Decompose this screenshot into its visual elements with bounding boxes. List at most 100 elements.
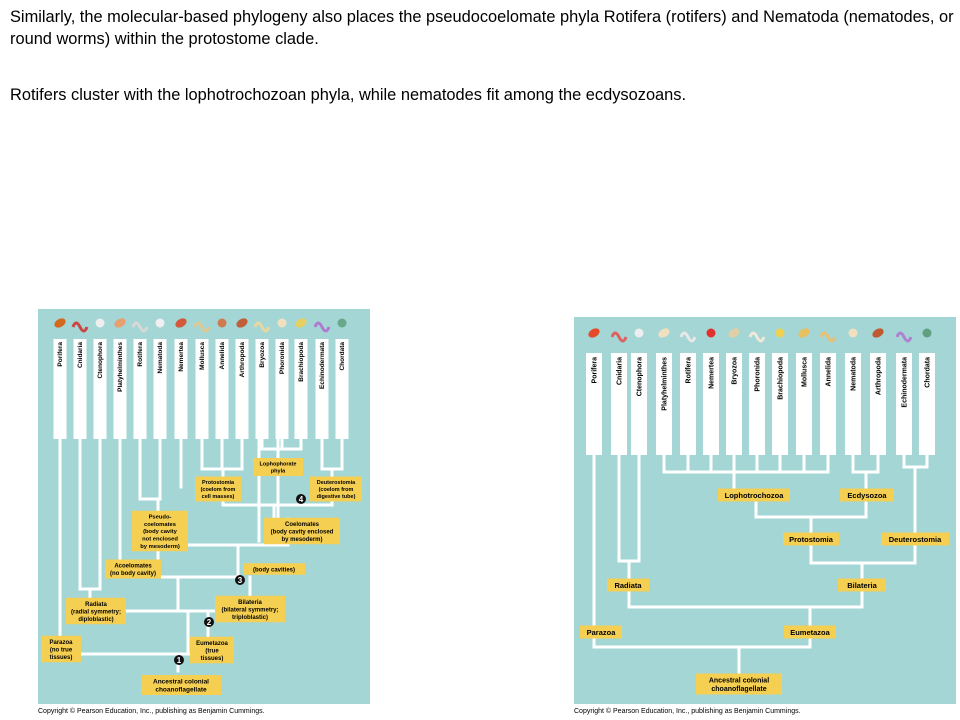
node-label-ancestral: Ancestral colonial — [709, 678, 769, 685]
phylum-column — [631, 353, 647, 455]
organism-icon — [277, 318, 287, 328]
organism-icon — [54, 318, 66, 328]
phylum-column — [820, 353, 836, 455]
phylum-column — [153, 339, 167, 439]
organism-icon — [155, 318, 165, 328]
phylum-column — [93, 339, 107, 439]
organism-icon — [922, 328, 932, 338]
node-box-ancestral — [141, 675, 221, 695]
node-label-pseudocoelomates: not enclosed — [142, 536, 178, 542]
phylum-label: Phoronida — [279, 342, 286, 375]
node-box-body-cavities — [243, 563, 305, 575]
phylum-column — [113, 339, 127, 439]
node-label-coelomates: Coelomates — [285, 522, 320, 528]
organism-icon — [588, 328, 600, 338]
phylum-column — [73, 339, 87, 439]
copyright-right: Copyright © Pearson Education, Inc., pub… — [574, 708, 801, 715]
node-box-protostomia — [783, 532, 839, 546]
organism-icon — [337, 318, 347, 328]
organism-icon — [658, 328, 670, 338]
node-box-coelomates — [264, 517, 340, 545]
phylum-label: Cnidaria — [616, 357, 623, 385]
node-label-coelomates: (body cavity enclosed — [271, 529, 334, 535]
phylum-label: Rotifera — [685, 357, 692, 384]
phylum-label: Platyhelminthes — [661, 357, 668, 411]
node-label-eumetazoa: (true — [205, 648, 219, 654]
organism-icon — [253, 321, 271, 333]
node-label-pseudocoelomates: coelomates — [144, 522, 176, 528]
node-box-bilateria — [215, 595, 285, 623]
node-box-pseudocoelomates — [132, 510, 188, 552]
organism-icon — [895, 331, 913, 343]
node-box-protostomia — [195, 476, 241, 502]
node-label-bilateria: (bilateral symmetry; — [221, 607, 278, 613]
phylum-column — [335, 339, 349, 439]
organism-icon — [236, 318, 248, 328]
phylum-label: Annelida — [825, 357, 832, 387]
organism-icon — [217, 318, 227, 328]
node-label-body-cavities: (body cavities) — [253, 567, 295, 573]
phylum-column — [919, 353, 935, 455]
phylum-column — [772, 353, 788, 455]
node-label-lophophorate: phyla — [271, 469, 286, 475]
node-label-pseudocoelomates: by mesoderm) — [140, 544, 180, 550]
node-label-eumetazoa: Eumetazoa — [790, 628, 830, 637]
node-label-parazoa: Parazoa — [49, 640, 73, 646]
node-label-bilateria: triploblastic) — [232, 615, 268, 621]
phylum-column — [235, 339, 249, 439]
node-label-deuterostomia: (coelom from — [319, 487, 354, 493]
phylum-label: Bryozoa — [259, 342, 266, 368]
organism-icon — [848, 328, 858, 338]
node-label-protostomia: Protostomia — [789, 535, 834, 544]
phylum-column — [703, 353, 719, 455]
node-label-coelomates: by mesoderm) — [281, 537, 322, 543]
node-label-acoelomates: (no body cavity) — [110, 571, 156, 577]
organism-icon — [748, 331, 766, 343]
paragraph-2: Rotifers cluster with the lophotrochozoa… — [10, 86, 687, 104]
phylum-column — [611, 353, 627, 455]
phylum-label: Rotifera — [137, 342, 144, 367]
step-marker-label: 1 — [177, 656, 182, 665]
node-box-deuterostomia — [881, 532, 949, 546]
phylum-column — [726, 353, 742, 455]
phylum-label: Phoronida — [754, 357, 761, 392]
step-marker-2 — [204, 617, 214, 627]
phylum-column — [255, 339, 269, 439]
node-box-acoelomates — [105, 559, 161, 579]
organism-icon — [193, 321, 211, 333]
node-label-deuterostomia: digestive tube) — [317, 494, 356, 500]
node-label-eumetazoa: Eumetazoa — [196, 641, 228, 647]
phylum-label: Arthropoda — [239, 342, 246, 378]
phylum-label: Chordata — [924, 357, 931, 388]
phylum-label: Chordata — [339, 342, 346, 371]
phylum-column — [133, 339, 147, 439]
organism-icon — [295, 318, 307, 328]
node-label-deuterostomia: Deuterostomia — [317, 480, 356, 486]
node-label-parazoa: Parazoa — [587, 628, 617, 637]
phylum-column — [315, 339, 329, 439]
phylum-label: Platyhelminthes — [117, 342, 124, 392]
node-label-parazoa: (no true — [50, 647, 73, 653]
organism-icon — [798, 328, 810, 338]
phylum-column — [174, 339, 188, 439]
phylum-column — [656, 353, 672, 455]
step-marker-label: 3 — [238, 576, 243, 585]
node-box-ancestral — [696, 673, 782, 695]
node-box-lophotrochozoa — [718, 488, 790, 502]
organism-icon — [610, 331, 628, 343]
phylum-label: Arthropoda — [875, 357, 882, 395]
node-label-protostomia: (coelom from — [201, 487, 236, 493]
organism-icon — [679, 331, 697, 343]
organism-icon — [71, 321, 89, 333]
node-label-radiata: diploblastic) — [78, 617, 113, 623]
phylum-column — [680, 353, 696, 455]
node-label-acoelomates: Acoelomates — [114, 564, 152, 570]
organism-icon — [775, 328, 785, 338]
step-marker-label: 4 — [299, 495, 304, 504]
phylum-label: Brachiopoda — [298, 342, 305, 382]
node-label-radiata: Radiata — [614, 581, 642, 590]
